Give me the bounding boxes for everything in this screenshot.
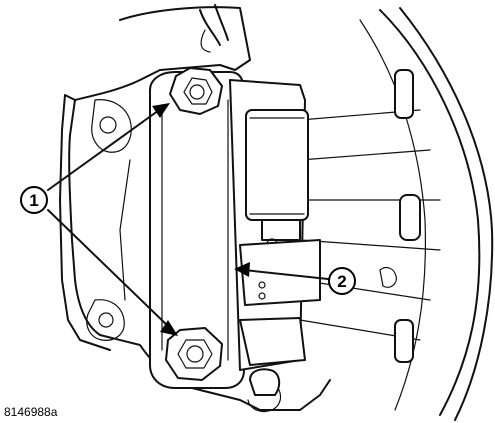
callout-1: 1	[20, 186, 48, 214]
callout-1-arrows	[47, 103, 178, 336]
callout-2: 2	[328, 267, 356, 295]
knuckle-housing	[59, 4, 331, 411]
caliper-upper-bolt	[169, 67, 223, 115]
brake-rotor	[299, 7, 494, 421]
callout-1-number: 1	[29, 191, 38, 210]
caliper-lower-bolt	[165, 327, 223, 381]
figure-id-label: 8146988a	[4, 405, 58, 419]
callout-2-arrow	[234, 262, 329, 280]
caliper-body	[149, 71, 321, 413]
callout-2-number: 2	[337, 272, 346, 291]
